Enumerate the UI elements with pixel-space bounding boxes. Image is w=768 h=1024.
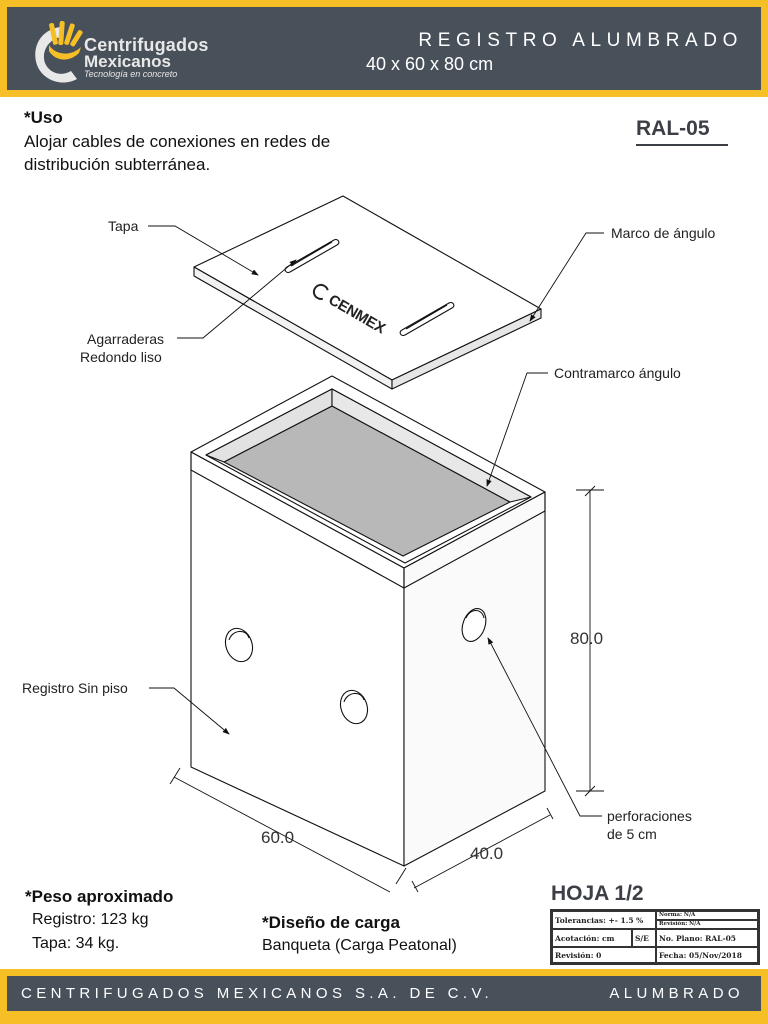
- title-block: Tolerancias: +- 1.5 % Norma: N/A Revisió…: [550, 909, 760, 965]
- leader-registro: [149, 687, 230, 735]
- footer-category: ALUMBRADO: [609, 985, 744, 1002]
- label-agarraderas: Agarraderas: [87, 331, 165, 347]
- footer-band: CENTRIFUGADOS MEXICANOS S.A. DE C.V. ALU…: [0, 969, 768, 1024]
- label-perforaciones: perforaciones: [607, 808, 692, 824]
- leader-tapa: [148, 225, 259, 276]
- label-marco: Marco de ángulo: [611, 225, 716, 241]
- dimension-width: 40.0: [470, 844, 504, 863]
- leader-marco: [529, 232, 604, 322]
- cell-revision: Revisión: 0: [552, 947, 656, 963]
- sheet-number: HOJA 1/2: [551, 882, 644, 905]
- page-subtitle: 40 x 60 x 80 cm: [366, 54, 494, 74]
- footer-company: CENTRIFUGADOS MEXICANOS S.A. DE C.V.: [21, 985, 494, 1002]
- label-tapa: Tapa: [108, 218, 139, 234]
- header-panel: Centrifugados Mexicanos Tecnología en co…: [7, 7, 761, 90]
- page-title: REGISTRO ALUMBRADO: [418, 30, 743, 51]
- peso-heading: *Peso aproximado: [25, 887, 174, 906]
- hole-left: [224, 627, 254, 663]
- label-perforaciones-size: de 5 cm: [607, 826, 657, 842]
- diseno-text: Banqueta (Carga Peatonal): [262, 937, 457, 954]
- lid-handle-right: [399, 302, 455, 336]
- brand-line-2: Mexicanos: [84, 52, 171, 71]
- drawing-code: RAL-05: [636, 117, 710, 140]
- logo-text: Centrifugados Mexicanos Tecnología en co…: [84, 35, 209, 79]
- lid-top: [193, 195, 542, 381]
- cell-escala: S/E: [632, 929, 656, 947]
- cell-tolerancias: Tolerancias: +- 1.5 %: [552, 911, 656, 929]
- cell-acotacion: Acotación: cm: [552, 929, 632, 947]
- cell-fecha: Fecha: 05/Nov/2018: [656, 947, 758, 963]
- label-redondo-liso: Redondo liso: [80, 349, 162, 365]
- peso-registro: Registro: 123 kg: [32, 911, 149, 928]
- leader-agarraderas: [177, 259, 297, 339]
- dimension-height: 80.0: [570, 629, 604, 648]
- label-contramarco: Contramarco ángulo: [554, 365, 681, 381]
- diseno-heading: *Diseño de carga: [262, 913, 400, 932]
- cell-revision-n: Revisión: N/A: [656, 920, 758, 929]
- box-right-face: [403, 491, 546, 867]
- code-underline: [636, 144, 728, 146]
- box-inner-wall-right: [331, 388, 532, 503]
- header-band: Centrifugados Mexicanos Tecnología en co…: [0, 0, 768, 97]
- peso-tapa: Tapa: 34 kg.: [32, 935, 120, 952]
- cell-no-plano: No. Plano: RAL-05: [656, 929, 758, 947]
- cell-norma: Norma: N/A: [656, 911, 758, 920]
- brand-line-1: Centrifugados: [84, 35, 209, 55]
- footer-panel: CENTRIFUGADOS MEXICANOS S.A. DE C.V. ALU…: [7, 976, 761, 1011]
- label-registro: Registro Sin piso: [22, 680, 128, 696]
- brand-tagline: Tecnología en concreto: [84, 69, 178, 79]
- lid-right-edge: [391, 308, 542, 390]
- hole-center: [339, 689, 369, 725]
- leader-contramarco: [486, 372, 548, 487]
- technical-drawing: [148, 195, 604, 893]
- uso-text: Alojar cables de conexiones en redes de …: [24, 132, 331, 174]
- leader-perforaciones: [487, 637, 602, 817]
- uso-heading: *Uso: [24, 108, 63, 127]
- dimension-length: 60.0: [261, 828, 295, 847]
- company-logo-icon: [35, 21, 83, 83]
- hole-right: [461, 608, 487, 642]
